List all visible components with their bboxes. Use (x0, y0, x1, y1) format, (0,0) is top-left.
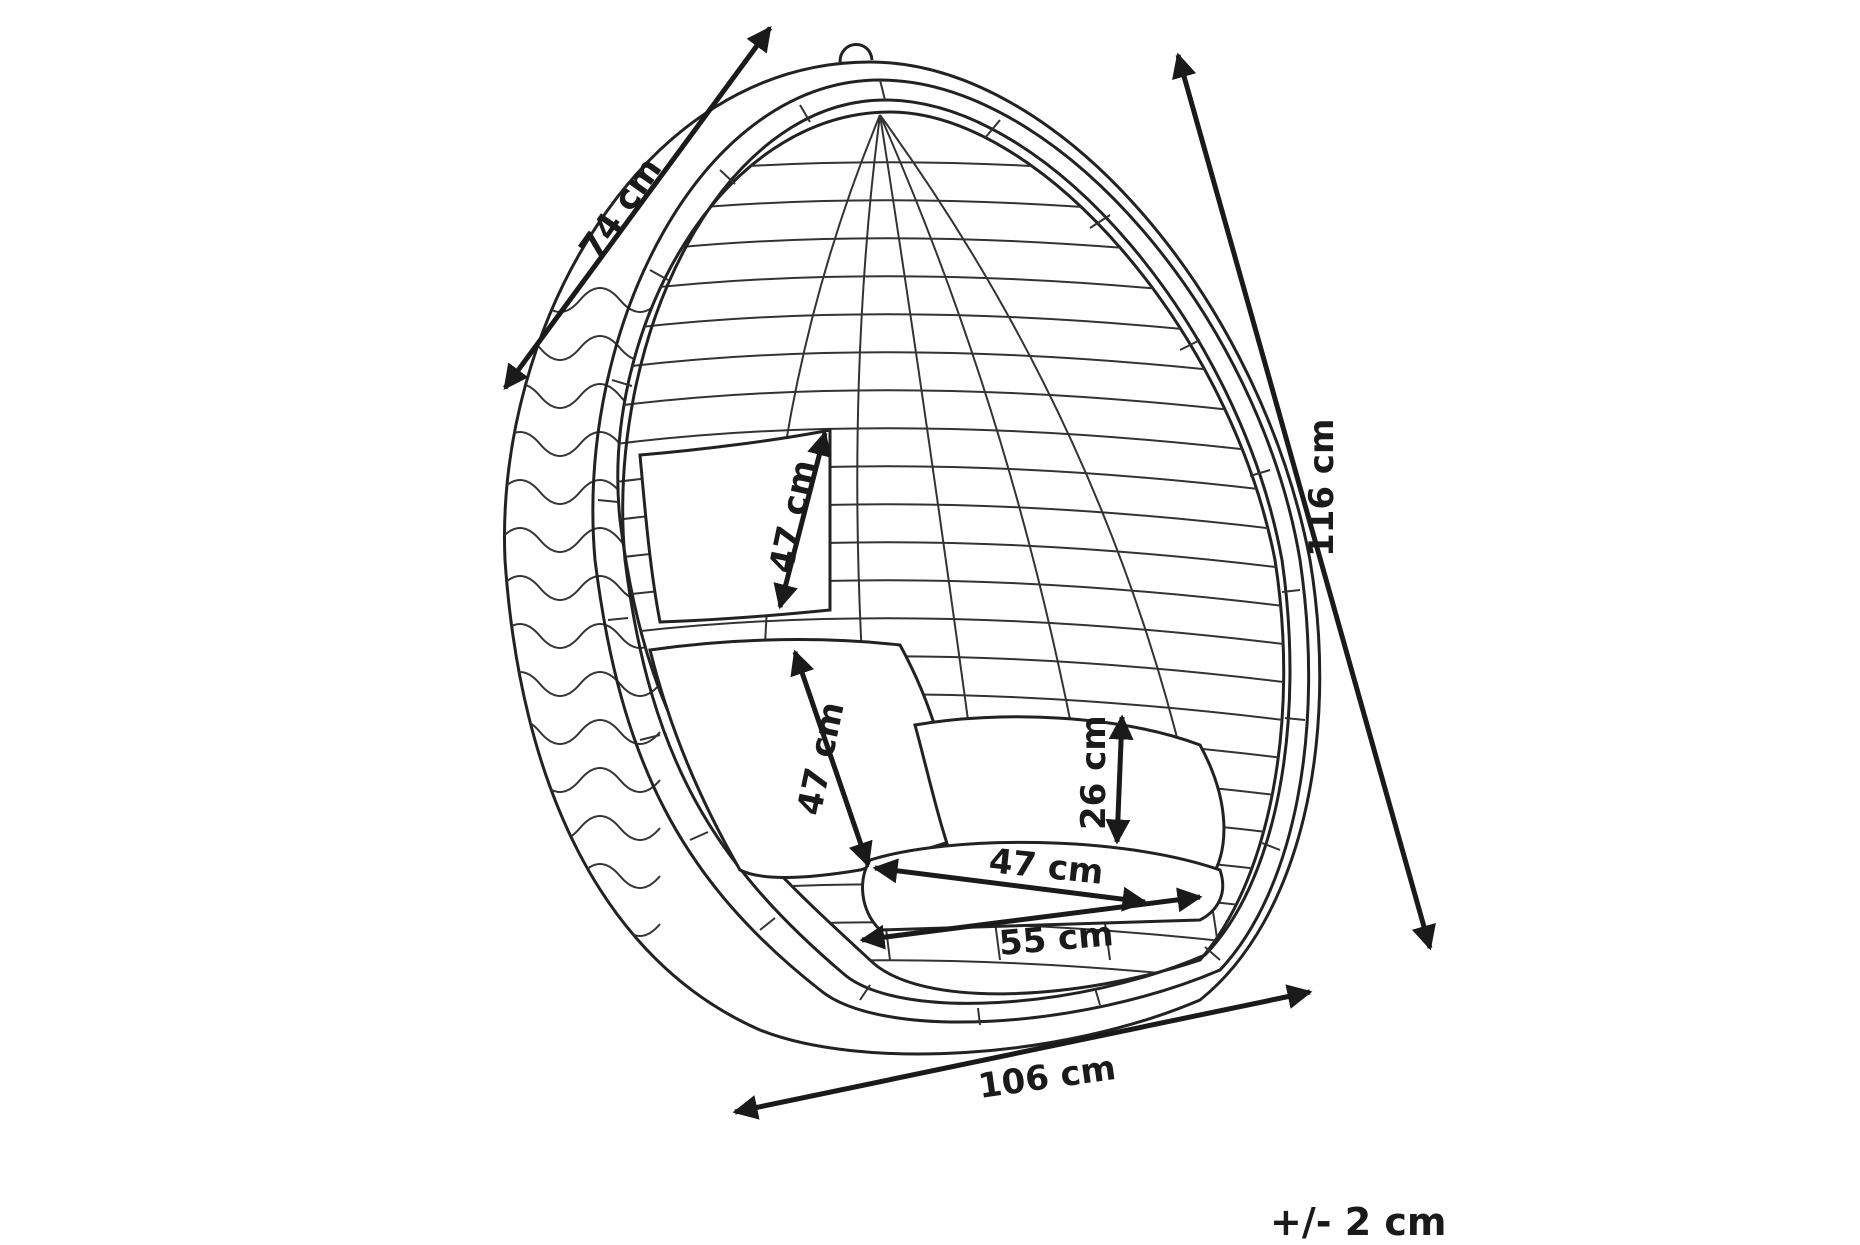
rim-band (879, 79, 886, 101)
height-label: 116 cm (1302, 419, 1342, 557)
seat-height-label: 26 cm (1074, 715, 1114, 830)
rim-band (759, 917, 776, 931)
rim-band (607, 617, 629, 621)
seat-width-arrow (859, 887, 1203, 950)
rim-band (597, 499, 619, 503)
tolerance-note: +/- 2 cm (1270, 1200, 1447, 1244)
width-arrow (732, 984, 1313, 1120)
weave-strand (504, 959, 661, 985)
back-cushion-arrow (773, 430, 832, 610)
rim-band (984, 119, 1001, 139)
weave-strand (504, 623, 661, 649)
hanging-loop (838, 43, 874, 63)
back-height-arrow (790, 649, 873, 868)
seat-width-label: 55 cm (997, 914, 1115, 964)
depth-arrow (502, 25, 773, 391)
height-arrow (1172, 52, 1436, 951)
rim-band (799, 104, 811, 123)
rim-band (639, 734, 661, 741)
weave-strand (504, 671, 661, 697)
seat-height-arrow (1105, 714, 1134, 845)
rim-band (689, 831, 709, 841)
dimension-lines (502, 25, 1436, 1120)
rim-band (1089, 214, 1111, 229)
weave-strand (504, 1007, 661, 1033)
